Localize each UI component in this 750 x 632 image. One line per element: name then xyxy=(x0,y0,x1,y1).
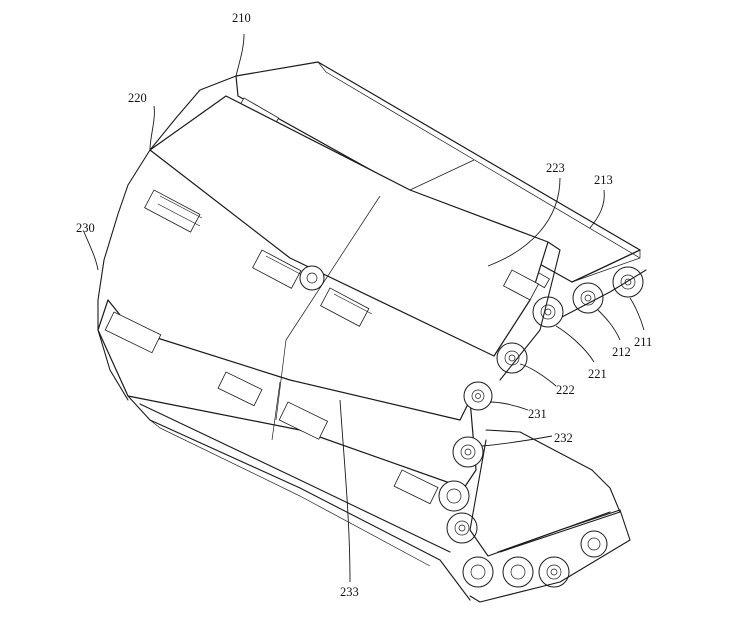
label-231: 231 xyxy=(528,407,547,421)
gear-211 xyxy=(612,266,644,298)
gear-221 xyxy=(532,296,564,328)
label-230: 230 xyxy=(76,221,95,235)
gear-220-small xyxy=(299,265,325,291)
gear-231 xyxy=(463,381,493,411)
tier-230 xyxy=(97,213,631,603)
label-232: 232 xyxy=(554,431,573,445)
label-221: 221 xyxy=(588,367,607,381)
panel-223 xyxy=(149,95,549,357)
label-223: 223 xyxy=(546,161,565,175)
rods-220 xyxy=(144,189,540,327)
leaders xyxy=(83,33,645,583)
gear-222 xyxy=(496,342,528,374)
label-212: 212 xyxy=(612,345,631,359)
label-233: 233 xyxy=(340,585,359,599)
label-220: 220 xyxy=(128,91,147,105)
gear-230-lower xyxy=(438,480,608,588)
panel-233 xyxy=(97,299,477,489)
reference-numerals: 210 220 230 223 213 211 212 221 222 231 … xyxy=(76,11,652,599)
label-213: 213 xyxy=(594,173,613,187)
label-210: 210 xyxy=(232,11,251,25)
rods-230 xyxy=(104,311,439,505)
label-211: 211 xyxy=(634,335,652,349)
tier-220 xyxy=(117,75,564,381)
gear-212 xyxy=(572,282,604,314)
label-222: 222 xyxy=(556,383,575,397)
gear-232 xyxy=(452,436,484,468)
